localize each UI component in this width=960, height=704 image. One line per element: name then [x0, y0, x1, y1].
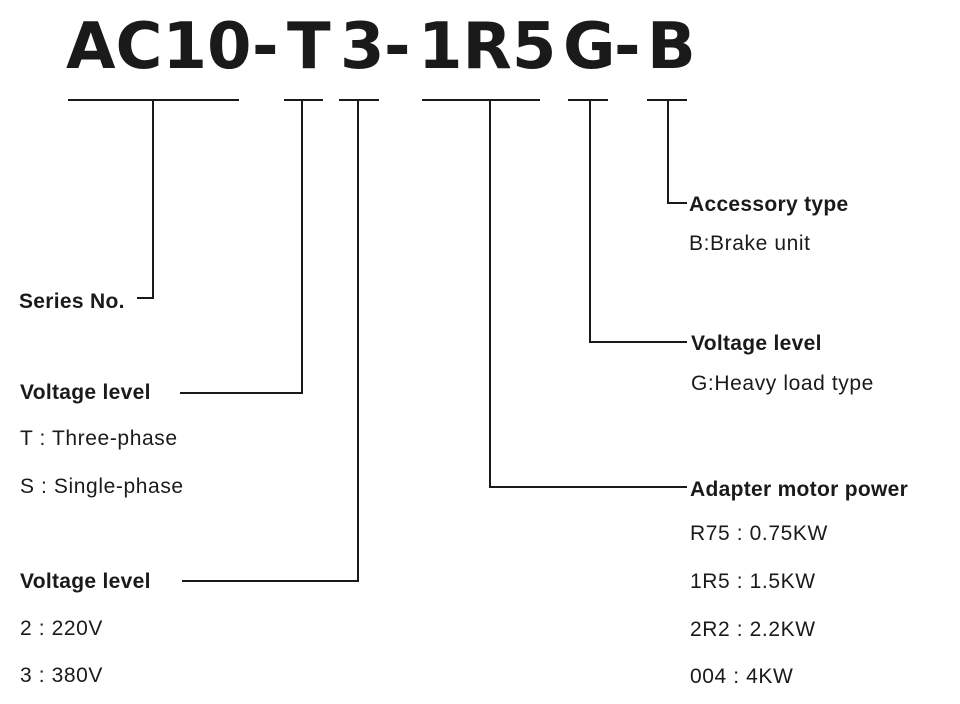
code-separator: - — [384, 10, 411, 84]
code-phase: T — [287, 10, 331, 84]
accessory-option: B:Brake unit — [689, 232, 811, 255]
code-separator: - — [614, 10, 641, 84]
leader-voltage — [182, 99, 359, 582]
code-series: AC10 — [66, 10, 252, 84]
voltage-group-title: Voltage level — [20, 570, 151, 593]
phase-group-title: Voltage level — [20, 381, 151, 404]
voltage-option: 3 : 380V — [20, 664, 104, 687]
code-load: G — [563, 10, 616, 84]
code-voltage: 3 — [340, 10, 385, 84]
power-option: 2R2 : 2.2KW — [690, 618, 816, 641]
code-power: 1R5 — [418, 10, 557, 84]
leader-load — [589, 99, 687, 343]
leader-power — [489, 99, 687, 488]
phase-option: S : Single-phase — [20, 475, 184, 498]
leader-series — [137, 99, 154, 299]
code-accessory: B — [647, 10, 696, 84]
power-option: R75 : 0.75KW — [690, 522, 828, 545]
power-group-title: Adapter motor power — [690, 478, 909, 501]
load-group-title: Voltage level — [691, 332, 822, 355]
leader-phase — [180, 99, 303, 394]
leader-accessory — [667, 99, 687, 204]
power-option: 1R5 : 1.5KW — [690, 570, 816, 593]
load-option: G:Heavy load type — [691, 372, 874, 395]
power-option: 004 : 4KW — [690, 665, 794, 688]
code-separator: - — [252, 10, 279, 84]
phase-option: T : Three-phase — [20, 427, 178, 450]
voltage-option: 2 : 220V — [20, 617, 104, 640]
accessory-group-title: Accessory type — [689, 193, 849, 216]
series-label: Series No. — [19, 290, 125, 313]
